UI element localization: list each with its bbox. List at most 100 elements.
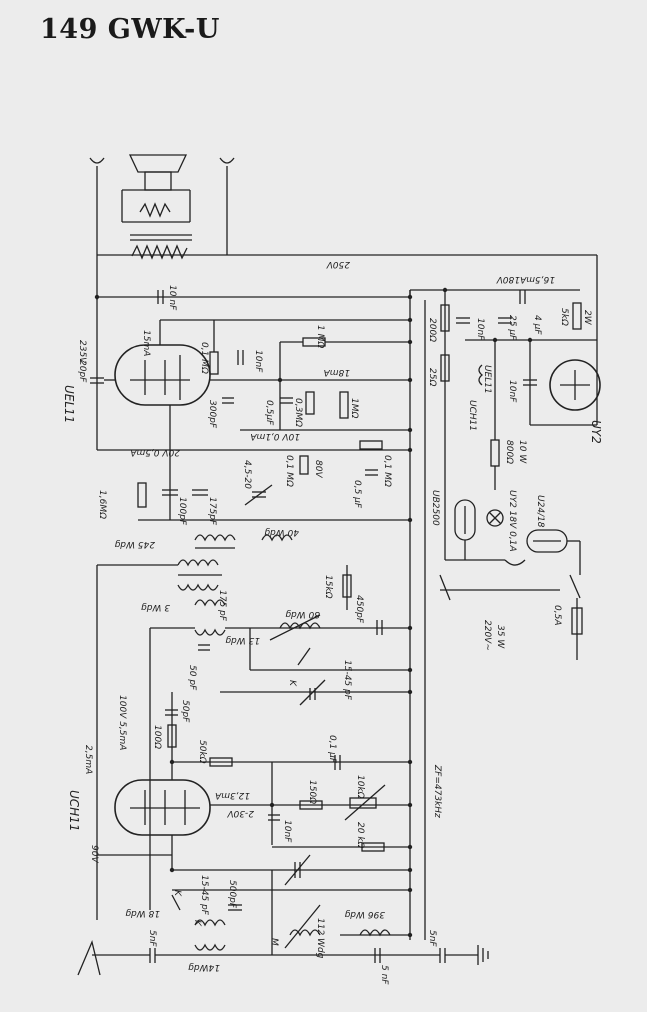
label-15-45b: 15-45 pF [199,875,209,916]
resistor-800ohm [490,439,500,467]
label-0-1uf: 0,1 μF [327,735,337,764]
capacitor-4uf [519,290,526,304]
label-180v: 180V [496,274,520,284]
label-10nf-e: 10nF [282,820,292,843]
label-100v: 100V 5,5mA [117,695,127,750]
label-25uf: 25 μF [507,315,517,341]
label-uch11: UCH11 [67,790,81,831]
label-uel11b: UEL11 [482,365,492,394]
capacitor-5nf-c [439,948,446,963]
label-5nf-c: 5nF [427,930,437,947]
ub2500-resistor [454,499,476,541]
capacitor-10nf-top [157,290,164,304]
osc-coil-80wdg [269,614,321,641]
page-title: 149 GWK-U [40,14,220,45]
label-05uf-a: 0,5μF [264,400,274,426]
capacitor-10nf-c [456,317,470,324]
pilot-lamp-icon [486,509,504,527]
label-10nf-d: 10nF [507,380,517,403]
label-1mohm: 1 MΩ [315,325,325,348]
label-5nf-b: 5 nF [379,965,389,985]
label-80v: 80V [313,460,323,478]
label-18wdg: 18 Wdg [125,908,160,918]
label-k3: K [192,920,202,927]
label-800ohm: 800Ω [504,440,514,464]
label-25ohm: 25Ω [427,368,437,386]
u2418-resistor [526,529,568,553]
label-2-5ma: 2,5mA [83,745,93,774]
label-13wdg: 13 Wdg [225,635,260,645]
label-k1: K [287,680,297,687]
input-coil-112wdg [284,904,321,949]
resistor-5kohm [572,302,582,330]
antenna-socket-top [89,157,105,300]
label-zf: ZF=473kHz [432,764,442,818]
label-12-3ma: 12,3mA [215,790,250,800]
capacitor-175pf [192,489,208,496]
label-uel11: UEL11 [62,385,76,423]
label-14wdg: 14Wdg [188,962,220,972]
if-coil-40wdg [194,534,293,549]
resistor-16mohm [137,482,147,508]
label-03mohm: 0,3MΩ [293,398,303,427]
wavechange-switch-k1 [297,647,311,666]
gang-capacitor [284,854,311,886]
label-18ma: 18mA [324,367,350,377]
capacitor-5nf-b [374,948,381,963]
label-20kohm: 20 kΩ [355,822,365,849]
label-50kohm: 50kΩ [197,740,207,764]
resistor-01mohm-c [359,440,383,450]
label-10v: 10V 0,1mA [250,431,300,441]
label-4uf: 4 μF [532,315,542,335]
osc-coil-3wdg [194,599,226,636]
uy2-tube [549,359,601,411]
label-01mohm-c: 0,1 MΩ [382,455,392,487]
resistor-01mohm-a [209,351,219,375]
label-uch11b: UCH11 [467,400,477,431]
capacitor-500pf [228,904,242,911]
label-uy2: UY2 [589,420,603,444]
label-40wdg: 40 Wdg [264,527,299,537]
label-16-5ma: 16,5mA [520,274,555,284]
uel11-tube [114,344,211,406]
label-16mohm: 1,6MΩ [97,490,107,519]
trimmer-4-5-20pf [244,484,273,506]
label-100pf: 100pF [177,497,187,526]
earth-icon [477,945,489,965]
capacitor-300pf [222,397,234,404]
mains-switch [439,574,581,601]
if-coil-245wdg [177,559,222,591]
label-220v: 220V~ [482,620,492,651]
label-175pf-b: 175 pF [217,590,227,622]
capacitor-50pf [198,644,210,651]
label-175pf: 175pF [207,497,217,526]
label-200ohm: 200Ω [427,318,437,342]
label-10nf-top: 10 nF [167,285,177,311]
label-01mohm-a: 0,1 MΩ [199,342,209,374]
capacitor-20pf [90,377,104,384]
label-5nf-a: 5nF [147,930,157,947]
label-15ma: 15mA [141,330,151,356]
label-5kohm: 5kΩ [559,308,569,326]
label-300pf: 300pF [207,400,217,429]
label-uy2b: UY2 18V 0,1A [507,490,517,552]
capacitor-25uf [498,317,512,324]
label-2-30v: 2-30V [227,808,254,818]
wavechange-switch-k2 [171,894,181,911]
label-m1: M [269,938,279,946]
label-112wdg: 112 Wdg [315,918,325,959]
capacitor-10nf-d [523,379,537,386]
label-235v: 235V [77,340,87,364]
resistor-01mohm-b [299,455,309,475]
label-2w: 2W [582,310,592,326]
label-1mohm-b: 1MΩ [349,398,359,418]
label-u2418: U24/18 [535,495,545,528]
output-transformer [130,234,192,260]
resistor-1mohm-b [339,391,349,419]
label-15kohm: 15kΩ [323,575,333,599]
capacitor-05uf-a [280,397,293,404]
label-250v: 250V [326,259,350,269]
label-01mohm-b: 0,1 MΩ [284,455,294,487]
input-coil [194,919,226,951]
